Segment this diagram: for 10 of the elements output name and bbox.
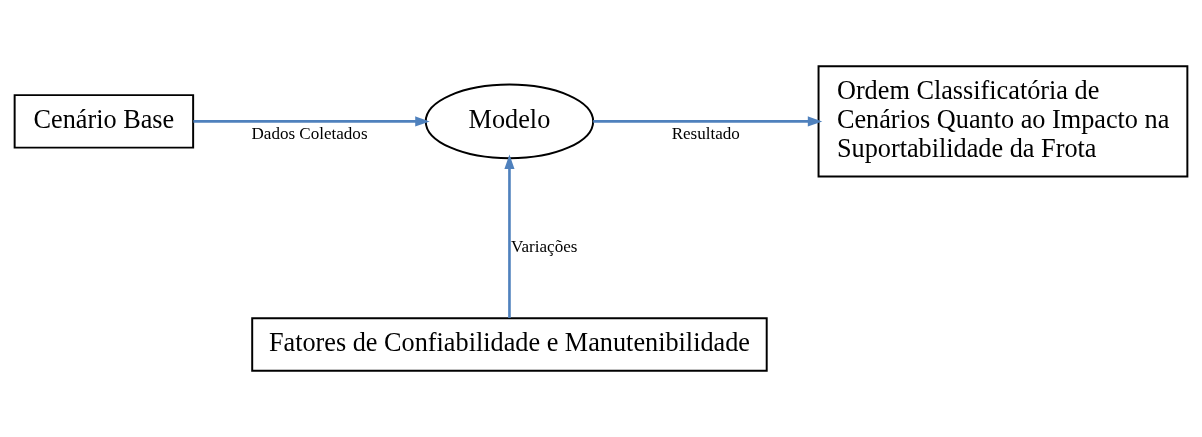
node-box: Cenário Base xyxy=(13,94,195,149)
edge-label: Dados Coletados xyxy=(251,123,368,143)
edge-label: Resultado xyxy=(671,123,740,143)
edge-label: Variações xyxy=(511,236,578,256)
arrow xyxy=(593,116,823,127)
node-ellipse: Modelo xyxy=(424,83,595,160)
arrow xyxy=(193,116,430,127)
node-box: Fatores de Confiabilidade e Manutenibilidade xyxy=(251,317,768,372)
arrow xyxy=(504,154,515,318)
node-box: Ordem Classificatória de Cenários Quanto ao Impacto na Suportabilidade da Frota xyxy=(817,65,1189,178)
